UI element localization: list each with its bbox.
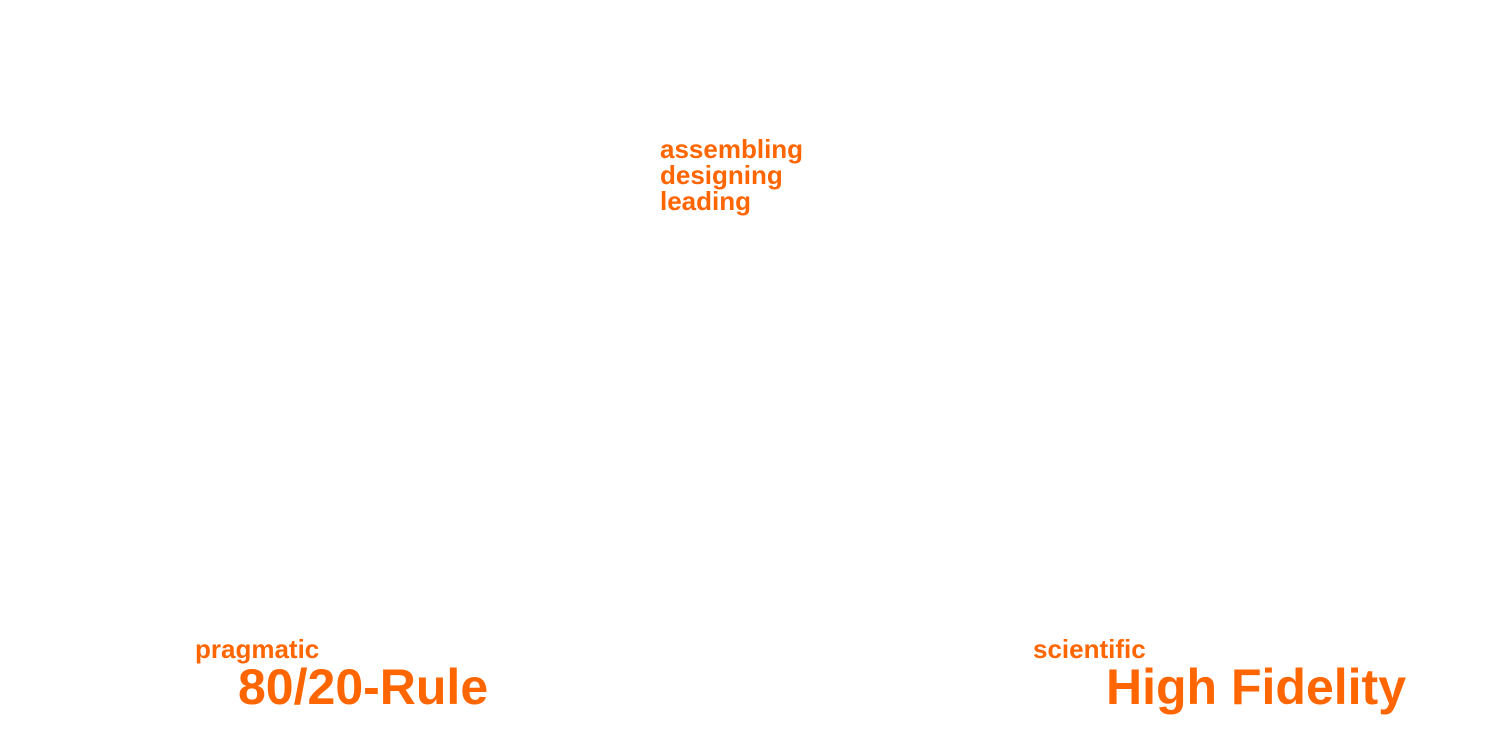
- left-headline: 80/20-Rule: [238, 659, 489, 715]
- word-leading: leading: [660, 186, 752, 216]
- center-word-list: assembling designing leading: [660, 136, 803, 214]
- left-caption: pragmatic: [195, 634, 320, 664]
- word-designing: designing: [660, 160, 783, 190]
- right-headline: High Fidelity: [1106, 659, 1406, 715]
- right-caption: scientific: [1033, 634, 1146, 664]
- word-assembling: assembling: [660, 134, 804, 164]
